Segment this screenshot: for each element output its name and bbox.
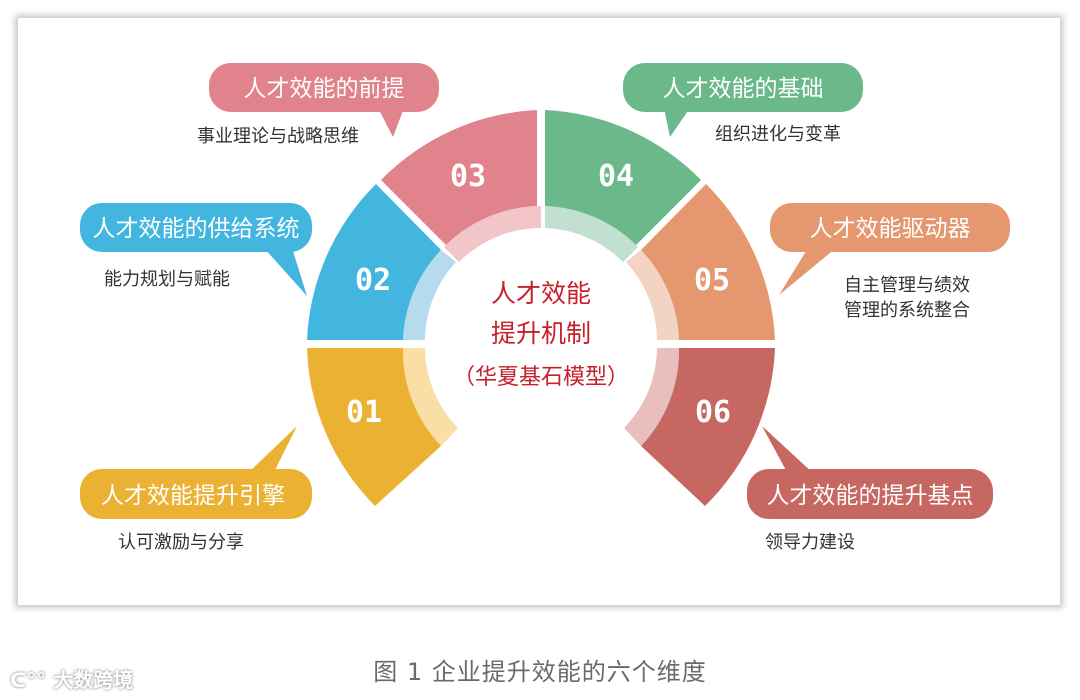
- segment-01-arc: [307, 348, 441, 506]
- bubble-03-shape: [209, 63, 439, 112]
- bubble-06: 人才效能的提升基点 领导力建设: [747, 426, 993, 553]
- bubble-06-pointer: [762, 426, 814, 474]
- segment-06-number: 06: [695, 395, 731, 430]
- bubble-01-pointer: [247, 426, 297, 474]
- bubble-06-title: 人才效能的提升基点: [767, 483, 974, 509]
- segment-06-light: [624, 348, 680, 446]
- bubble-01: 人才效能提升引擎 认可激励与分享: [80, 426, 312, 553]
- segment-04-number: 04: [598, 159, 634, 194]
- bubble-02-title: 人才效能的供给系统: [93, 216, 300, 242]
- center-line-1: 人才效能: [491, 279, 591, 308]
- segment-04-arc: [545, 110, 701, 245]
- bubble-04-shape: [623, 63, 863, 112]
- segment-01-number: 01: [346, 395, 382, 430]
- bubble-01-desc: 认可激励与分享: [118, 532, 244, 553]
- bubble-05-desc-line-2: 管理的系统整合: [844, 300, 970, 321]
- bubble-03: 人才效能的前提 事业理论与战略思维: [197, 63, 439, 147]
- bubble-05-pointer: [779, 248, 836, 295]
- segment-03-arc: [381, 110, 537, 245]
- bubble-03-pointer: [378, 108, 404, 137]
- segment-05-light: [626, 250, 679, 340]
- bubble-05-shape: [770, 203, 1010, 252]
- segment-01: 01: [307, 348, 458, 506]
- bubble-06-desc: 领导力建设: [765, 532, 855, 553]
- segment-04: 04: [545, 110, 701, 262]
- segment-04-light: [545, 206, 638, 262]
- segment-03-number: 03: [450, 159, 486, 194]
- segment-02-arc: [307, 184, 441, 340]
- watermark: ᑕ°° 大数跨境: [10, 664, 133, 693]
- bubble-05: 人才效能驱动器 自主管理与绩效 管理的系统整合: [770, 203, 1010, 321]
- segment-02-number: 02: [355, 263, 391, 298]
- center-line-3: （华夏基石模型）: [453, 365, 629, 390]
- segment-01-light: [402, 348, 458, 446]
- segment-02: 02: [307, 184, 456, 340]
- segment-03-light: [444, 206, 541, 262]
- bubble-03-title: 人才效能的前提: [244, 76, 405, 102]
- bubble-02-shape: [80, 203, 312, 252]
- segment-05: 05: [626, 184, 775, 340]
- watermark-text: 大数跨境: [53, 668, 134, 692]
- segment-06-arc: [641, 348, 775, 506]
- segment-02-light: [403, 250, 456, 340]
- bubble-03-desc: 事业理论与战略思维: [197, 126, 359, 147]
- figure-caption: 图 1 企业提升效能的六个维度: [373, 658, 707, 686]
- segment-05-arc: [641, 184, 775, 340]
- bubble-04-desc: 组织进化与变革: [715, 124, 841, 145]
- bubble-05-title: 人才效能驱动器: [810, 216, 971, 242]
- center-line-2: 提升机制: [491, 319, 591, 348]
- center-label: 人才效能 提升机制 （华夏基石模型）: [453, 279, 629, 390]
- bubble-02-pointer: [264, 248, 307, 296]
- bubble-04: 人才效能的基础 组织进化与变革: [623, 63, 863, 145]
- watermark-logo-icon: ᑕ°°: [10, 668, 47, 692]
- bubble-01-shape: [80, 469, 312, 519]
- segment-05-number: 05: [694, 263, 730, 298]
- bubble-02: 人才效能的供给系统 能力规划与赋能: [80, 203, 312, 296]
- bubble-04-pointer: [664, 108, 690, 137]
- bubble-02-desc: 能力规划与赋能: [104, 269, 230, 290]
- segment-06: 06: [624, 348, 775, 506]
- bubble-01-title: 人才效能提升引擎: [101, 483, 285, 509]
- bubble-06-shape: [747, 469, 993, 519]
- bubble-04-title: 人才效能的基础: [663, 76, 824, 102]
- segment-03: 03: [381, 110, 541, 262]
- bubble-05-desc-line-1: 自主管理与绩效: [844, 275, 970, 296]
